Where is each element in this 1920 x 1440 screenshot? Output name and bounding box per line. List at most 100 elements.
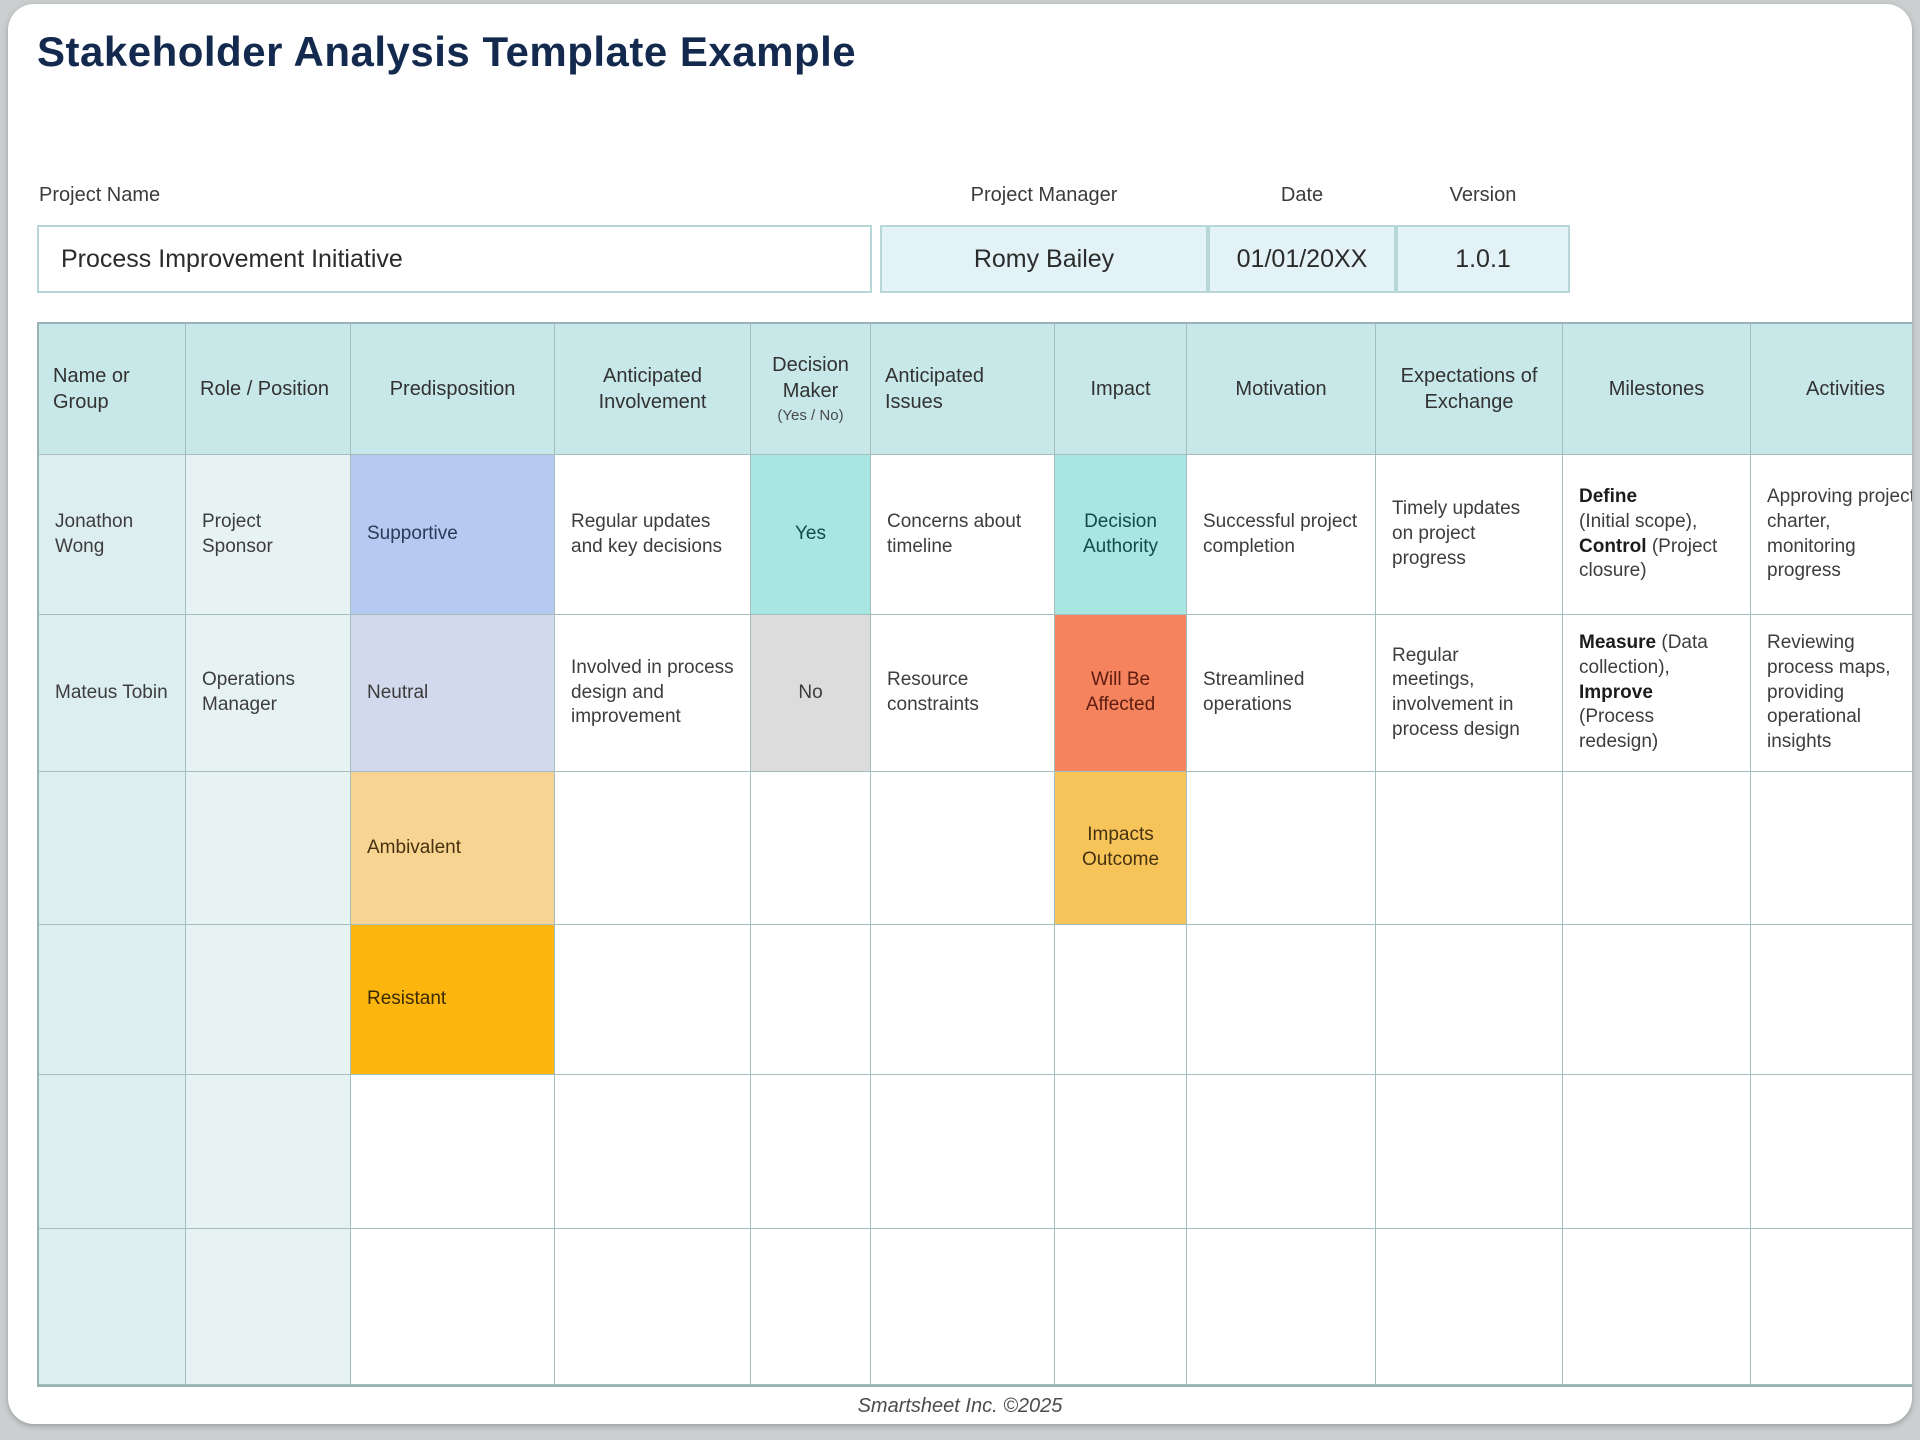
table-cell[interactable]	[555, 772, 751, 925]
cell-text: Mateus Tobin	[55, 681, 168, 703]
cell-text: Reviewing process maps, providing operat…	[1767, 632, 1891, 753]
table-cell[interactable]	[39, 1075, 186, 1229]
cell-text: Operations Manager	[202, 669, 295, 715]
table-cell[interactable]: Mateus Tobin	[39, 615, 186, 772]
table-cell[interactable]: Impacts Outcome	[1055, 772, 1187, 925]
column-header-milestones: Milestones	[1563, 324, 1751, 455]
cell-text: Impacts Outcome	[1081, 824, 1160, 870]
project-manager-field[interactable]: Romy Bailey	[880, 225, 1208, 293]
table-cell[interactable]: Regular updates and key decisions	[555, 455, 751, 615]
table-cell[interactable]	[1055, 1075, 1187, 1229]
table-cell[interactable]	[555, 925, 751, 1075]
version-field[interactable]: 1.0.1	[1396, 225, 1570, 293]
table-cell[interactable]	[871, 925, 1055, 1075]
table-cell[interactable]: Measure (Data collection), Improve(Proce…	[1563, 615, 1751, 772]
table-cell[interactable]: Supportive	[351, 455, 555, 615]
cell-text: Streamlined operations	[1203, 669, 1305, 715]
date-field[interactable]: 01/01/20XX	[1208, 225, 1396, 293]
cell-text: Ambivalent	[367, 836, 461, 858]
table-cell[interactable]	[751, 772, 871, 925]
table-cell[interactable]	[39, 925, 186, 1075]
cell-text: Project Sponsor	[202, 510, 273, 557]
cell-text: No	[798, 681, 823, 703]
column-header-label: Anticipated Involvement	[598, 365, 707, 413]
table-cell[interactable]	[186, 925, 351, 1075]
table-cell[interactable]	[1751, 1075, 1912, 1229]
table-cell[interactable]: Involved in process design and improveme…	[555, 615, 751, 772]
stakeholder-table: Name or Group Role / Position Predisposi…	[37, 322, 1912, 1387]
table-cell[interactable]	[186, 772, 351, 925]
column-header-impact: Impact	[1055, 324, 1187, 455]
table-cell[interactable]	[751, 925, 871, 1075]
table-cell[interactable]: Will Be Affected	[1055, 615, 1187, 772]
table-cell[interactable]: Resistant	[351, 925, 555, 1075]
table-cell[interactable]	[39, 1229, 186, 1385]
table-cell[interactable]	[351, 1229, 555, 1385]
project-manager-value: Romy Bailey	[973, 244, 1115, 273]
table-cell[interactable]: Successful project completion	[1187, 455, 1376, 615]
table-cell[interactable]	[1751, 925, 1912, 1075]
table-cell[interactable]	[1376, 1075, 1563, 1229]
column-header-expectations-of-exchange: Expectations of Exchange	[1376, 324, 1563, 455]
cell-text: Measure (Data collection), Improve(Proce…	[1579, 632, 1708, 753]
table-cell[interactable]	[871, 1229, 1055, 1385]
table-cell[interactable]: Streamlined operations	[1187, 615, 1376, 772]
table-cell[interactable]: Yes	[751, 455, 871, 615]
table-cell[interactable]	[1055, 925, 1187, 1075]
table-cell[interactable]	[1376, 1229, 1563, 1385]
project-name-field[interactable]: Process Improvement Initiative	[37, 225, 872, 293]
column-header-activities: Activities	[1751, 324, 1912, 455]
table-cell[interactable]	[1187, 772, 1376, 925]
column-header-name-or-group: Name or Group	[39, 324, 186, 455]
table-cell[interactable]: Approving project charter, monitoring pr…	[1751, 455, 1912, 615]
table-cell[interactable]: Resource constraints	[871, 615, 1055, 772]
table-cell[interactable]: Jonathon Wong	[39, 455, 186, 615]
table-cell[interactable]	[1563, 772, 1751, 925]
table-cell[interactable]: Project Sponsor	[186, 455, 351, 615]
table-cell[interactable]: Regular meetings, involvement in process…	[1376, 615, 1563, 772]
table-cell[interactable]: Reviewing process maps, providing operat…	[1751, 615, 1912, 772]
table-cell[interactable]: Neutral	[351, 615, 555, 772]
table-cell[interactable]	[751, 1229, 871, 1385]
footer-credit: Smartsheet Inc. ©2025	[857, 1395, 1063, 1417]
table-cell[interactable]	[751, 1075, 871, 1229]
cell-text: Yes	[795, 523, 826, 545]
project-manager-label: Project Manager	[970, 184, 1118, 206]
table-cell[interactable]: Ambivalent	[351, 772, 555, 925]
table-cell[interactable]	[186, 1075, 351, 1229]
table-cell[interactable]	[555, 1229, 751, 1385]
column-header-motivation: Motivation	[1187, 324, 1376, 455]
table-cell[interactable]	[1563, 1075, 1751, 1229]
cell-text: Will Be Affected	[1085, 669, 1156, 715]
table-cell[interactable]	[1187, 1075, 1376, 1229]
table-cell[interactable]	[1563, 925, 1751, 1075]
document-card: Stakeholder Analysis Template Example Pr…	[8, 4, 1912, 1424]
table-cell[interactable]	[1187, 1229, 1376, 1385]
project-name-label: Project Name	[39, 184, 161, 206]
table-cell[interactable]	[871, 1075, 1055, 1229]
table-header-row: Name or Group Role / Position Predisposi…	[39, 324, 1912, 455]
table-cell[interactable]: Define(Initial scope), Control (Project …	[1563, 455, 1751, 615]
table-cell[interactable]: Decision Authority	[1055, 455, 1187, 615]
table-cell[interactable]	[871, 772, 1055, 925]
table-cell[interactable]	[39, 772, 186, 925]
table-cell[interactable]	[1563, 1229, 1751, 1385]
table-cell[interactable]	[1055, 1229, 1187, 1385]
table-cell[interactable]	[1187, 925, 1376, 1075]
table-cell[interactable]: Timely updates on project progress	[1376, 455, 1563, 615]
table-cell[interactable]	[186, 1229, 351, 1385]
table-cell[interactable]	[1751, 772, 1912, 925]
table-cell[interactable]: Operations Manager	[186, 615, 351, 772]
table-cell[interactable]	[1751, 1229, 1912, 1385]
table-cell[interactable]	[1376, 925, 1563, 1075]
table-cell[interactable]	[555, 1075, 751, 1229]
project-name-value: Process Improvement Initiative	[61, 244, 403, 273]
cell-text: Concerns about timeline	[887, 510, 1022, 557]
table-cell[interactable]	[351, 1075, 555, 1229]
table-cell[interactable]: No	[751, 615, 871, 772]
table-cell[interactable]	[1376, 772, 1563, 925]
date-value: 01/01/20XX	[1236, 244, 1368, 273]
column-header-label: Expectations of Exchange	[1400, 365, 1538, 413]
table-cell[interactable]: Concerns about timeline	[871, 455, 1055, 615]
